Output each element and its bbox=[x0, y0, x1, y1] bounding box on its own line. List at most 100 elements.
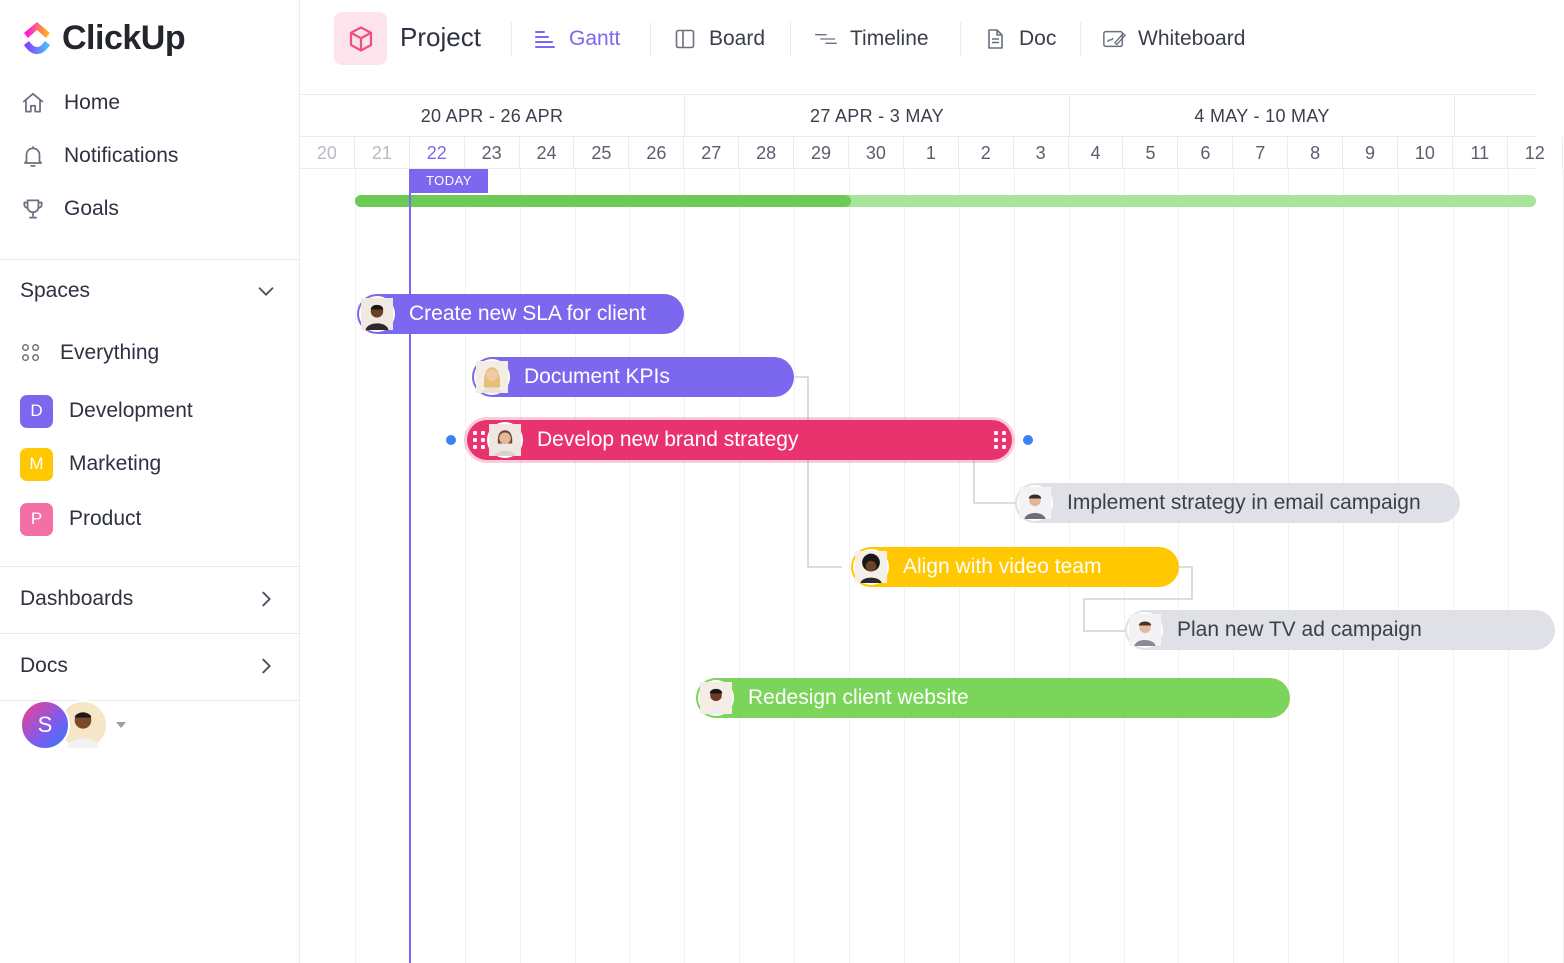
dashboards-header[interactable]: Dashboards bbox=[20, 582, 277, 616]
task-label: Align with video team bbox=[903, 555, 1102, 578]
home-icon bbox=[22, 92, 44, 113]
task-label: Document KPIs bbox=[524, 365, 670, 388]
tab-gantt[interactable]: Gantt bbox=[533, 24, 620, 54]
avatar bbox=[474, 359, 510, 395]
task-bar[interactable]: Implement strategy in email campaign bbox=[1015, 483, 1460, 523]
task-label: Plan new TV ad campaign bbox=[1177, 618, 1422, 641]
spaces-label: Spaces bbox=[20, 279, 91, 302]
today-tag: TODAY bbox=[410, 169, 488, 193]
week-label: 27 APR - 3 MAY bbox=[685, 95, 1070, 137]
today-marker-line bbox=[409, 169, 411, 963]
avatar bbox=[359, 296, 395, 332]
everything-label: Everything bbox=[60, 341, 160, 364]
board-icon bbox=[675, 29, 695, 49]
tab-separator bbox=[511, 22, 512, 56]
tab-separator bbox=[1080, 22, 1081, 56]
day-label: 5 bbox=[1124, 137, 1179, 169]
avatar: S bbox=[20, 700, 70, 750]
day-label: 20 bbox=[300, 137, 355, 169]
grid-line bbox=[794, 169, 796, 963]
nav-notifications[interactable]: Notifications bbox=[20, 139, 178, 173]
task-bar[interactable]: Align with video team bbox=[851, 547, 1179, 587]
tab-timeline[interactable]: Timeline bbox=[814, 24, 929, 54]
dependency-handle-right[interactable] bbox=[1023, 435, 1033, 445]
user-switcher[interactable]: S bbox=[20, 700, 126, 750]
grid-line bbox=[1507, 169, 1509, 963]
person-avatar-icon bbox=[476, 361, 508, 393]
sidebar-divider bbox=[0, 259, 300, 260]
day-label: 3 bbox=[1014, 137, 1069, 169]
clickup-logo[interactable]: ClickUp bbox=[20, 18, 186, 58]
task-label: Redesign client website bbox=[748, 686, 969, 709]
nav-notifications-label: Notifications bbox=[64, 144, 179, 167]
task-label: Develop new brand strategy bbox=[537, 428, 799, 451]
grid-line bbox=[1398, 169, 1399, 963]
nav-goals[interactable]: Goals bbox=[20, 192, 119, 226]
sidebar-item-marketing[interactable]: M Marketing bbox=[20, 446, 161, 482]
nav-home[interactable]: Home bbox=[20, 86, 120, 120]
sidebar-divider bbox=[0, 633, 300, 634]
avatar bbox=[698, 680, 734, 716]
day-label: 23 bbox=[465, 137, 520, 169]
docs-label: Docs bbox=[20, 654, 68, 677]
dependency-handle-left[interactable] bbox=[446, 435, 456, 445]
space-badge-product: P bbox=[20, 502, 53, 536]
avatar bbox=[487, 422, 523, 458]
project-icon-box[interactable] bbox=[334, 12, 387, 65]
tab-board-label: Board bbox=[709, 27, 766, 50]
drag-handle-icon[interactable] bbox=[473, 431, 485, 449]
docs-header[interactable]: Docs bbox=[20, 649, 277, 683]
grid-line bbox=[574, 169, 576, 963]
day-label: 10 bbox=[1398, 137, 1453, 169]
sidebar-item-development[interactable]: D Development bbox=[20, 393, 193, 429]
tab-doc[interactable]: Doc bbox=[983, 24, 1056, 54]
day-label: 7 bbox=[1233, 137, 1289, 169]
sidebar-item-product[interactable]: P Product bbox=[20, 501, 141, 537]
gantt-icon bbox=[535, 31, 555, 48]
grid-line bbox=[849, 169, 850, 963]
whiteboard-icon bbox=[1103, 30, 1126, 48]
trophy-icon bbox=[23, 199, 43, 219]
tab-whiteboard-label: Whiteboard bbox=[1138, 27, 1246, 50]
sidebar-item-everything[interactable]: Everything bbox=[20, 335, 159, 371]
task-bar[interactable]: Redesign client website bbox=[696, 678, 1290, 718]
avatar bbox=[853, 549, 889, 585]
nav-goals-label: Goals bbox=[64, 197, 119, 220]
tab-whiteboard[interactable]: Whiteboard bbox=[1102, 24, 1245, 54]
avatar bbox=[1127, 612, 1163, 648]
grid-line bbox=[354, 169, 356, 963]
task-bar[interactable]: Document KPIs bbox=[472, 357, 794, 397]
sidebar-divider bbox=[0, 566, 300, 567]
day-label: 30 bbox=[849, 137, 904, 169]
view-toolbar: Project Gantt Board Timeline Doc Whitebo… bbox=[300, 0, 1536, 95]
day-label: 12 bbox=[1508, 137, 1563, 169]
caret-down-icon[interactable] bbox=[116, 722, 126, 728]
tab-timeline-label: Timeline bbox=[850, 27, 929, 50]
person-avatar-icon bbox=[1019, 487, 1051, 519]
chevron-right-icon[interactable] bbox=[255, 655, 277, 677]
task-bar[interactable]: Create new SLA for client bbox=[357, 294, 684, 334]
week-label: 20 APR - 26 APR bbox=[300, 95, 685, 137]
tab-board[interactable]: Board bbox=[673, 24, 765, 54]
task-bar[interactable]: Plan new TV ad campaign bbox=[1125, 610, 1555, 650]
day-label: 1 bbox=[904, 137, 959, 169]
nav-home-label: Home bbox=[64, 91, 121, 114]
task-label: Create new SLA for client bbox=[409, 302, 646, 325]
chevron-down-icon[interactable] bbox=[255, 280, 277, 302]
day-label: 11 bbox=[1453, 137, 1508, 169]
task-bar-selected[interactable]: Develop new brand strategy bbox=[467, 420, 1012, 460]
day-label: 27 bbox=[684, 137, 740, 169]
dependency-connectors bbox=[795, 376, 1193, 632]
grid-line bbox=[1288, 169, 1290, 963]
overall-progress-fill bbox=[355, 195, 852, 207]
chevron-right-icon[interactable] bbox=[255, 588, 277, 610]
sidebar-divider bbox=[0, 700, 300, 701]
drag-handle-icon[interactable] bbox=[994, 431, 1006, 449]
grid-line bbox=[629, 169, 631, 963]
tab-gantt-label: Gantt bbox=[569, 27, 621, 50]
person-avatar-icon bbox=[1129, 614, 1161, 646]
spaces-header[interactable]: Spaces bbox=[20, 274, 277, 308]
day-label: 9 bbox=[1343, 137, 1398, 169]
space-label-development: Development bbox=[69, 399, 193, 422]
grid-line bbox=[519, 169, 521, 963]
